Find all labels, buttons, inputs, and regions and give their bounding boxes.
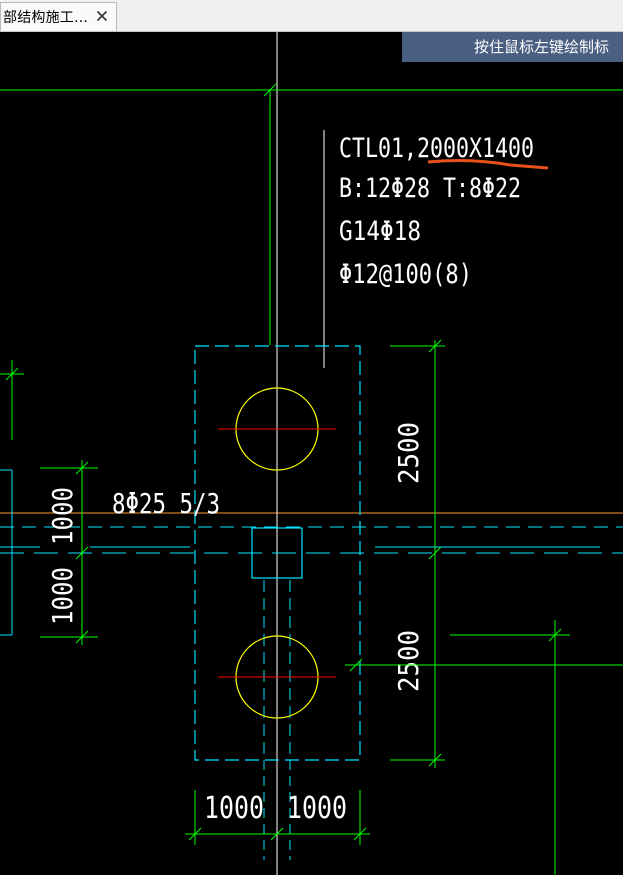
status-hint: 按住鼠标左键绘制标 bbox=[402, 32, 623, 62]
dim-bottom-left: 1000 bbox=[204, 791, 264, 826]
highlight-underline bbox=[427, 159, 549, 170]
annotation-line-1: CTL01,2000X1400 bbox=[339, 133, 534, 164]
annotation-line-3: G14Φ18 bbox=[339, 216, 421, 247]
dim-bottom-right: 1000 bbox=[287, 791, 347, 826]
dim-left-upper: 1000 bbox=[46, 487, 79, 545]
annotation-line-2: B:12Φ28 T:8Φ22 bbox=[339, 173, 521, 204]
drawing-canvas[interactable]: CTL01,2000X1400 B:12Φ28 T:8Φ22 G14Φ18 Φ1… bbox=[0, 32, 623, 875]
close-icon[interactable] bbox=[94, 8, 110, 24]
dim-right-lower: 2500 bbox=[392, 630, 425, 692]
tab-bar: 部结构施工… bbox=[0, 0, 623, 32]
drawing-tab-label: 部结构施工… bbox=[3, 10, 89, 26]
beam-reinforcement-label: 8Φ25 5/3 bbox=[112, 487, 220, 520]
drawing-tab[interactable]: 部结构施工… bbox=[0, 2, 117, 31]
annotation-line-4: Φ12@100(8) bbox=[339, 259, 472, 290]
dim-right-upper: 2500 bbox=[392, 422, 425, 484]
dim-left-lower: 1000 bbox=[46, 567, 79, 625]
column-stub bbox=[251, 527, 303, 579]
